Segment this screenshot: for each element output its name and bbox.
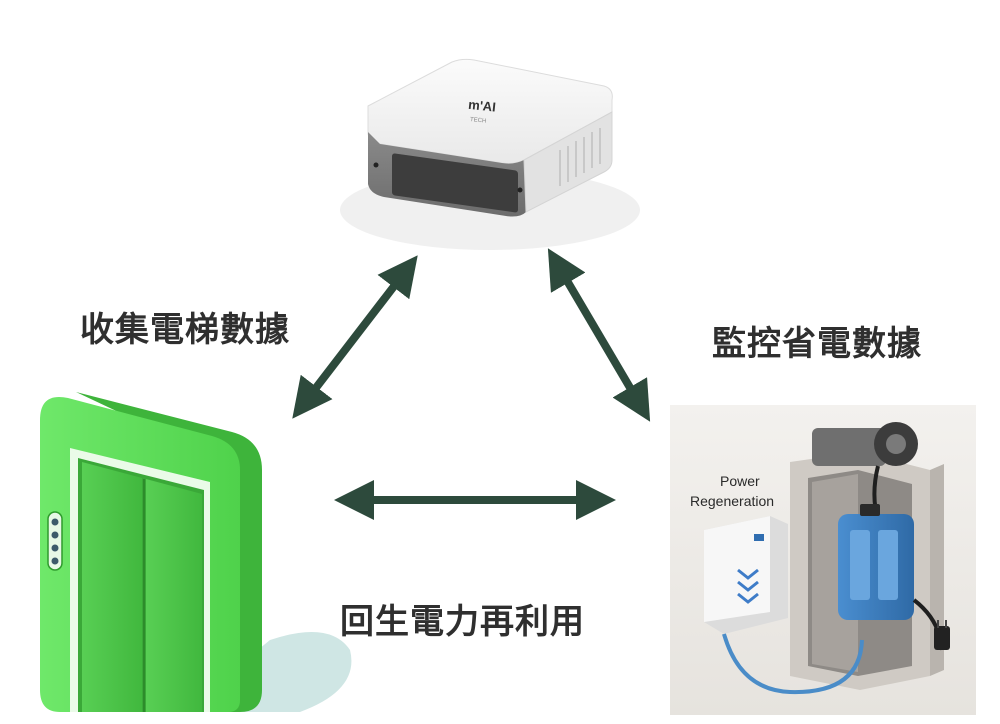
power-regeneration-illustration: Power Regeneration bbox=[670, 405, 976, 715]
svg-text:TECH: TECH bbox=[470, 117, 487, 125]
arrow-device-elevator bbox=[292, 255, 418, 419]
elevator-illustration bbox=[40, 392, 352, 712]
elevator-button-panel bbox=[47, 511, 63, 571]
label-regenerated-power-reuse: 回生電力再利用 bbox=[340, 602, 585, 642]
arrow-device-regeneration bbox=[547, 248, 651, 422]
label-monitor-energy-data: 監控省電數據 bbox=[712, 324, 922, 364]
device-brand-logo: m'AI bbox=[468, 97, 497, 115]
label-collect-elevator-data: 收集電梯數據 bbox=[80, 310, 290, 350]
regen-title-line1: Power bbox=[720, 473, 760, 489]
arrows-group bbox=[292, 248, 651, 520]
edge-device-box: m'AI TECH bbox=[340, 58, 640, 250]
regen-title-line2: Regeneration bbox=[690, 493, 774, 509]
